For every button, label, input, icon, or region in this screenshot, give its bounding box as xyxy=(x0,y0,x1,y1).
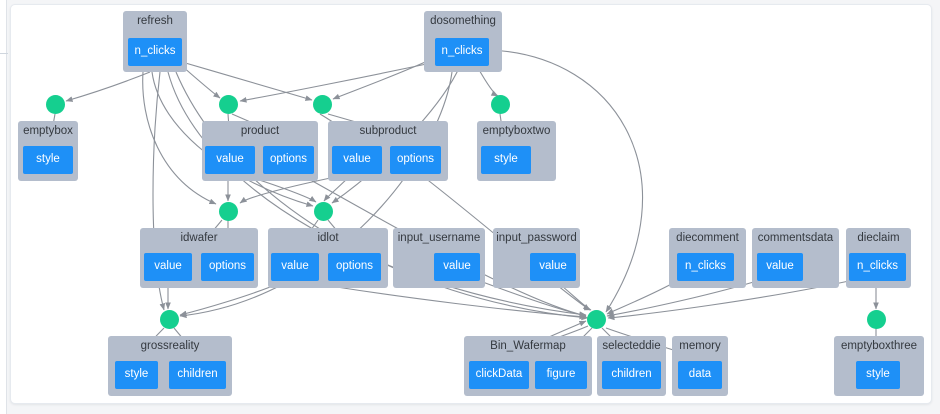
component-id-label: dieclaim xyxy=(857,232,900,244)
component-id-label: commentsdata xyxy=(757,232,834,244)
property-box-input_username-value[interactable]: value xyxy=(434,253,480,281)
component-id-label: emptyboxtwo xyxy=(482,125,551,137)
component-id-label: selecteddie xyxy=(602,340,661,352)
callback-node-cb-emptyboxthree[interactable] xyxy=(866,309,886,329)
component-id-label: emptybox xyxy=(23,125,73,137)
component-id-label: dosomething xyxy=(430,15,496,27)
property-box-refresh-n_clicks[interactable]: n_clicks xyxy=(128,38,182,66)
property-box-emptybox-style[interactable]: style xyxy=(23,146,73,174)
component-id-label: grossreality xyxy=(140,340,200,352)
callback-node-cb-product[interactable] xyxy=(218,94,238,114)
property-box-Bin_Wafermap-clickData[interactable]: clickData xyxy=(469,361,529,389)
property-box-Bin_Wafermap-figure[interactable]: figure xyxy=(535,361,587,389)
property-box-product-value[interactable]: value xyxy=(205,146,255,174)
property-box-commentsdata-value[interactable]: value xyxy=(757,253,803,281)
callback-node-cb-grossreality[interactable] xyxy=(159,309,179,329)
property-box-idwafer-value[interactable]: value xyxy=(144,253,192,281)
component-id-label: diecomment xyxy=(676,232,739,244)
property-box-subproduct-options[interactable]: options xyxy=(390,146,441,174)
property-box-input_password-value[interactable]: value xyxy=(530,253,576,281)
property-box-idlot-options[interactable]: options xyxy=(328,253,381,281)
property-box-product-options[interactable]: options xyxy=(263,146,314,174)
property-box-selecteddie-children[interactable]: children xyxy=(602,361,661,389)
component-id-label: idlot xyxy=(317,232,339,244)
callback-node-cb-emptybox[interactable] xyxy=(45,94,65,114)
property-box-dosomething-n_clicks[interactable]: n_clicks xyxy=(435,38,489,66)
property-box-grossreality-children[interactable]: children xyxy=(169,361,226,389)
property-box-emptyboxthree-style[interactable]: style xyxy=(856,361,900,389)
property-box-diecomment-n_clicks[interactable]: n_clicks xyxy=(677,253,734,281)
property-box-idwafer-options[interactable]: options xyxy=(201,253,254,281)
component-id-label: input_password xyxy=(496,232,577,244)
callback-node-cb-emptyboxtwo[interactable] xyxy=(490,94,510,114)
callback-node-cb-subproduct[interactable] xyxy=(312,94,332,114)
callback-node-cb-idwafer[interactable] xyxy=(218,201,238,221)
app-left-rail xyxy=(0,0,7,414)
component-id-label: idwafer xyxy=(180,232,218,244)
component-id-label: subproduct xyxy=(359,125,417,137)
component-id-label: memory xyxy=(679,340,721,352)
callback-node-cb-bigsink[interactable] xyxy=(586,309,606,329)
app-rail-divider xyxy=(0,53,8,54)
component-id-label: refresh xyxy=(137,15,173,27)
property-box-subproduct-value[interactable]: value xyxy=(332,146,382,174)
property-box-memory-data[interactable]: data xyxy=(678,361,722,389)
component-id-label: Bin_Wafermap xyxy=(490,340,566,352)
property-box-idlot-value[interactable]: value xyxy=(271,253,319,281)
callback-node-cb-idlot[interactable] xyxy=(313,201,333,221)
component-id-label: product xyxy=(240,125,280,137)
property-box-grossreality-style[interactable]: style xyxy=(115,361,158,389)
component-id-label: emptyboxthree xyxy=(840,340,918,352)
component-id-label: input_username xyxy=(397,232,481,244)
property-box-dieclaim-n_clicks[interactable]: n_clicks xyxy=(849,253,906,281)
property-box-emptyboxtwo-style[interactable]: style xyxy=(481,146,531,174)
